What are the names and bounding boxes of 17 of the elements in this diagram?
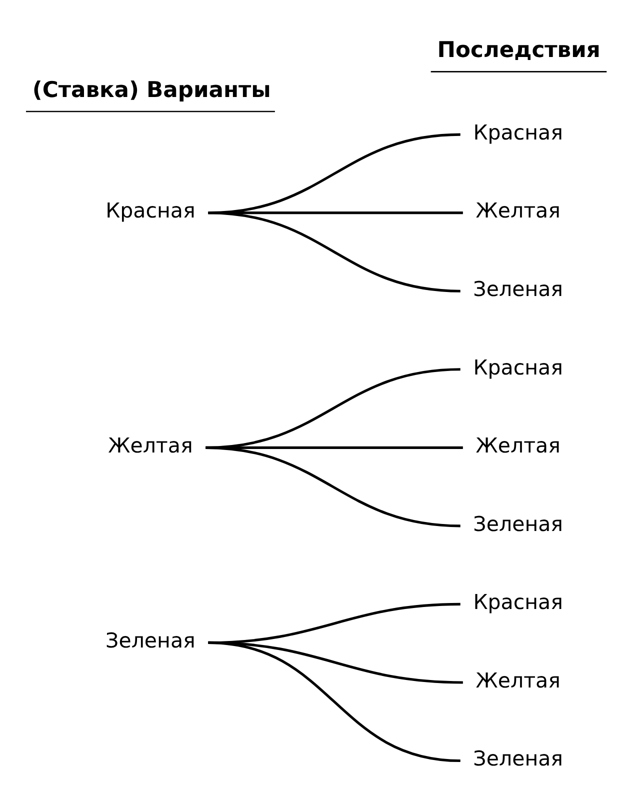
node-text: Красная [473,120,563,144]
connector [206,446,460,527]
node-text: Красная [473,354,563,379]
node-text: Желтая [108,433,193,458]
connector [208,211,460,292]
node-text: Желтая [476,668,560,692]
node-text: Красная [473,590,563,614]
connector [208,640,460,762]
node-text: Желтая [476,433,560,458]
node-text: Красная [106,198,196,222]
node-text: Зеленая [473,511,564,536]
node-text: Зеленая [473,276,564,300]
node-text: Желтая [476,198,560,222]
label: Последствия [437,38,600,63]
node-text: Зеленая [473,746,564,770]
label: (Ставка) Варианты [32,77,271,102]
node-text: Зеленая [106,628,196,652]
